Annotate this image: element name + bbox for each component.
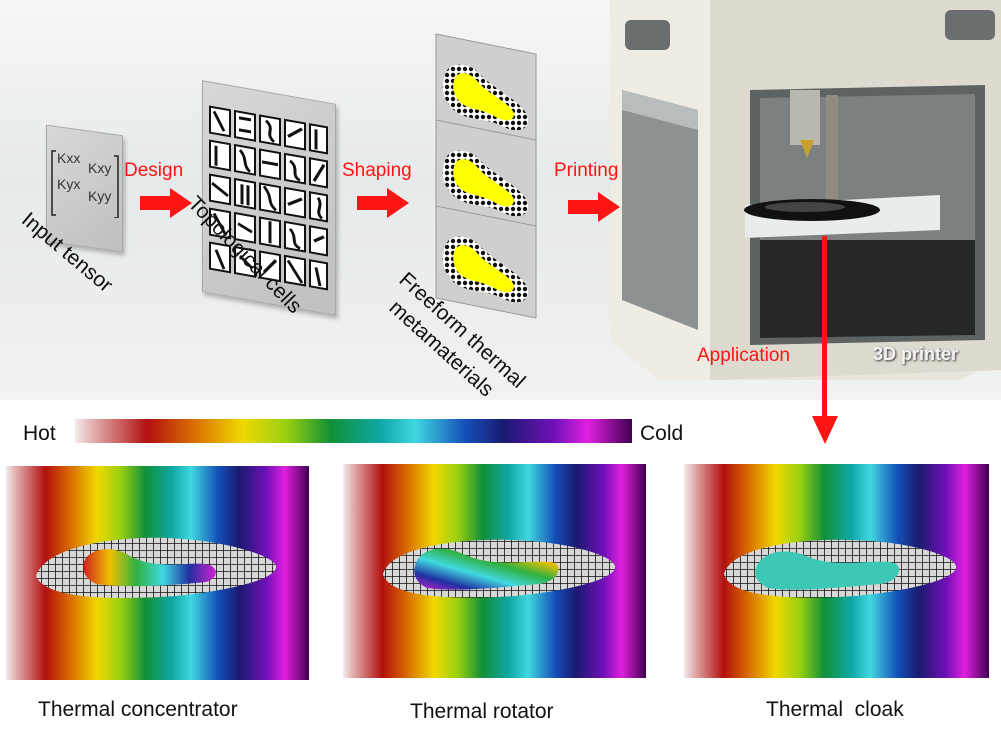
colorbar-cold-label: Cold xyxy=(640,422,684,445)
freeform-metamaterial-stack xyxy=(435,33,537,319)
thermal-cloak-label: Thermal cloak xyxy=(766,698,904,721)
temperature-colorbar xyxy=(75,419,632,443)
thermal-rotator-panel xyxy=(343,464,646,678)
tensor-kyy: Kyy xyxy=(88,188,112,204)
topological-cells-grid xyxy=(209,105,328,291)
tensor-kxx: Kxx xyxy=(57,150,81,166)
design-label: Design xyxy=(124,160,184,181)
shaping-arrow xyxy=(357,188,409,218)
thermal-concentrator-panel xyxy=(6,466,309,680)
tensor-kyx: Kyx xyxy=(57,176,81,192)
printing-label: Printing xyxy=(554,160,619,181)
thermal-rotator-label: Thermal rotator xyxy=(410,700,554,723)
tensor-matrix: Kxx Kxy Kyx Kyy xyxy=(50,148,120,218)
tensor-kxy: Kxy xyxy=(88,160,112,176)
thermal-cloak-panel xyxy=(684,464,989,678)
shaping-label: Shaping xyxy=(342,160,412,181)
application-arrow xyxy=(812,236,838,444)
design-arrow xyxy=(140,188,192,218)
colorbar-hot-label: Hot xyxy=(23,422,56,445)
thermal-concentrator-label: Thermal concentrator xyxy=(38,698,238,721)
application-label: Application xyxy=(697,345,790,366)
printer-label: 3D printer xyxy=(873,344,959,364)
3d-printer xyxy=(600,0,1001,400)
printing-arrow xyxy=(568,192,620,222)
